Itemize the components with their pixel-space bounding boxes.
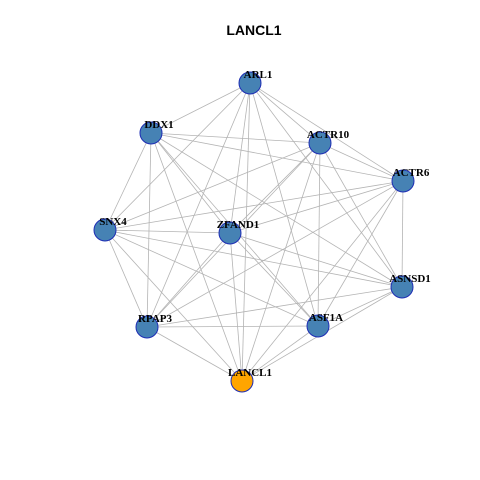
edge-zfand1-lancl1 [229, 232, 243, 382]
node-label-lancl1: LANCL1 [228, 367, 272, 379]
edge-zfand1-rpap3 [146, 232, 231, 328]
edge-arl1-ddx1 [150, 82, 251, 134]
node-actr10[interactable] [308, 131, 332, 155]
edge-arl1-actr6 [249, 82, 404, 182]
edge-actr6-rpap3 [146, 180, 404, 328]
nodes-layer [93, 71, 415, 393]
edge-ddx1-lancl1 [150, 132, 243, 382]
edge-actr6-zfand1 [229, 180, 404, 234]
node-zfand1[interactable] [218, 221, 242, 245]
edge-snx4-asnsd1 [104, 229, 403, 288]
edge-arl1-zfand1 [229, 82, 251, 234]
edge-asnsd1-asf1a [317, 286, 403, 327]
edge-ddx1-actr10 [150, 132, 321, 144]
edge-arl1-actr10 [249, 82, 321, 144]
edge-asnsd1-rpap3 [146, 286, 403, 328]
edge-arl1-asnsd1 [249, 82, 403, 288]
node-label-arl1: ARL1 [244, 69, 273, 81]
node-actr6[interactable] [391, 169, 415, 193]
node-ddx1[interactable] [139, 121, 163, 145]
edge-actr6-asf1a [317, 180, 404, 327]
edge-snx4-asf1a [104, 229, 319, 327]
node-label-asf1a: ASF1A [309, 312, 343, 324]
edge-ddx1-rpap3 [146, 132, 152, 328]
node-lancl1[interactable] [230, 369, 254, 393]
edges-layer [104, 82, 404, 382]
edge-arl1-lancl1 [241, 82, 251, 382]
node-label-actr10: ACTR10 [307, 129, 350, 141]
edge-rpap3-asf1a [146, 325, 319, 328]
edge-actr10-asf1a [317, 142, 321, 327]
edge-actr10-actr6 [319, 142, 404, 182]
edge-asf1a-lancl1 [241, 325, 319, 382]
edge-ddx1-actr6 [150, 132, 404, 182]
node-arl1[interactable] [238, 71, 262, 95]
edge-actr6-asnsd1 [401, 180, 404, 288]
node-label-zfand1: ZFAND1 [217, 219, 260, 231]
edge-zfand1-asf1a [229, 232, 319, 327]
node-label-rpap3: RPAP3 [138, 313, 173, 325]
node-snx4[interactable] [93, 218, 117, 242]
edge-ddx1-zfand1 [150, 132, 231, 234]
node-label-asnsd1: ASNSD1 [389, 273, 431, 285]
node-label-ddx1: DDX1 [144, 119, 173, 131]
edge-arl1-asf1a [249, 82, 319, 327]
edge-ddx1-asnsd1 [150, 132, 403, 288]
edge-snx4-zfand1 [104, 229, 231, 234]
edge-arl1-snx4 [104, 82, 251, 231]
edge-actr10-zfand1 [229, 142, 321, 234]
edge-ddx1-snx4 [104, 132, 152, 231]
node-asf1a[interactable] [306, 314, 330, 338]
node-rpap3[interactable] [135, 315, 159, 339]
edge-rpap3-lancl1 [146, 326, 243, 382]
edge-snx4-rpap3 [104, 229, 148, 328]
node-label-actr6: ACTR6 [393, 167, 430, 179]
edge-actr6-snx4 [104, 180, 404, 231]
edge-actr10-snx4 [104, 142, 321, 231]
edge-actr10-asnsd1 [319, 142, 403, 288]
edge-arl1-rpap3 [146, 82, 251, 328]
edge-zfand1-asnsd1 [229, 232, 403, 288]
diagram-title: LANCL1 [226, 22, 281, 38]
node-asnsd1[interactable] [390, 275, 414, 299]
edge-actr10-lancl1 [241, 142, 321, 382]
edge-snx4-lancl1 [104, 229, 243, 382]
edge-actr6-lancl1 [241, 180, 404, 382]
node-label-snx4: SNX4 [99, 216, 127, 228]
